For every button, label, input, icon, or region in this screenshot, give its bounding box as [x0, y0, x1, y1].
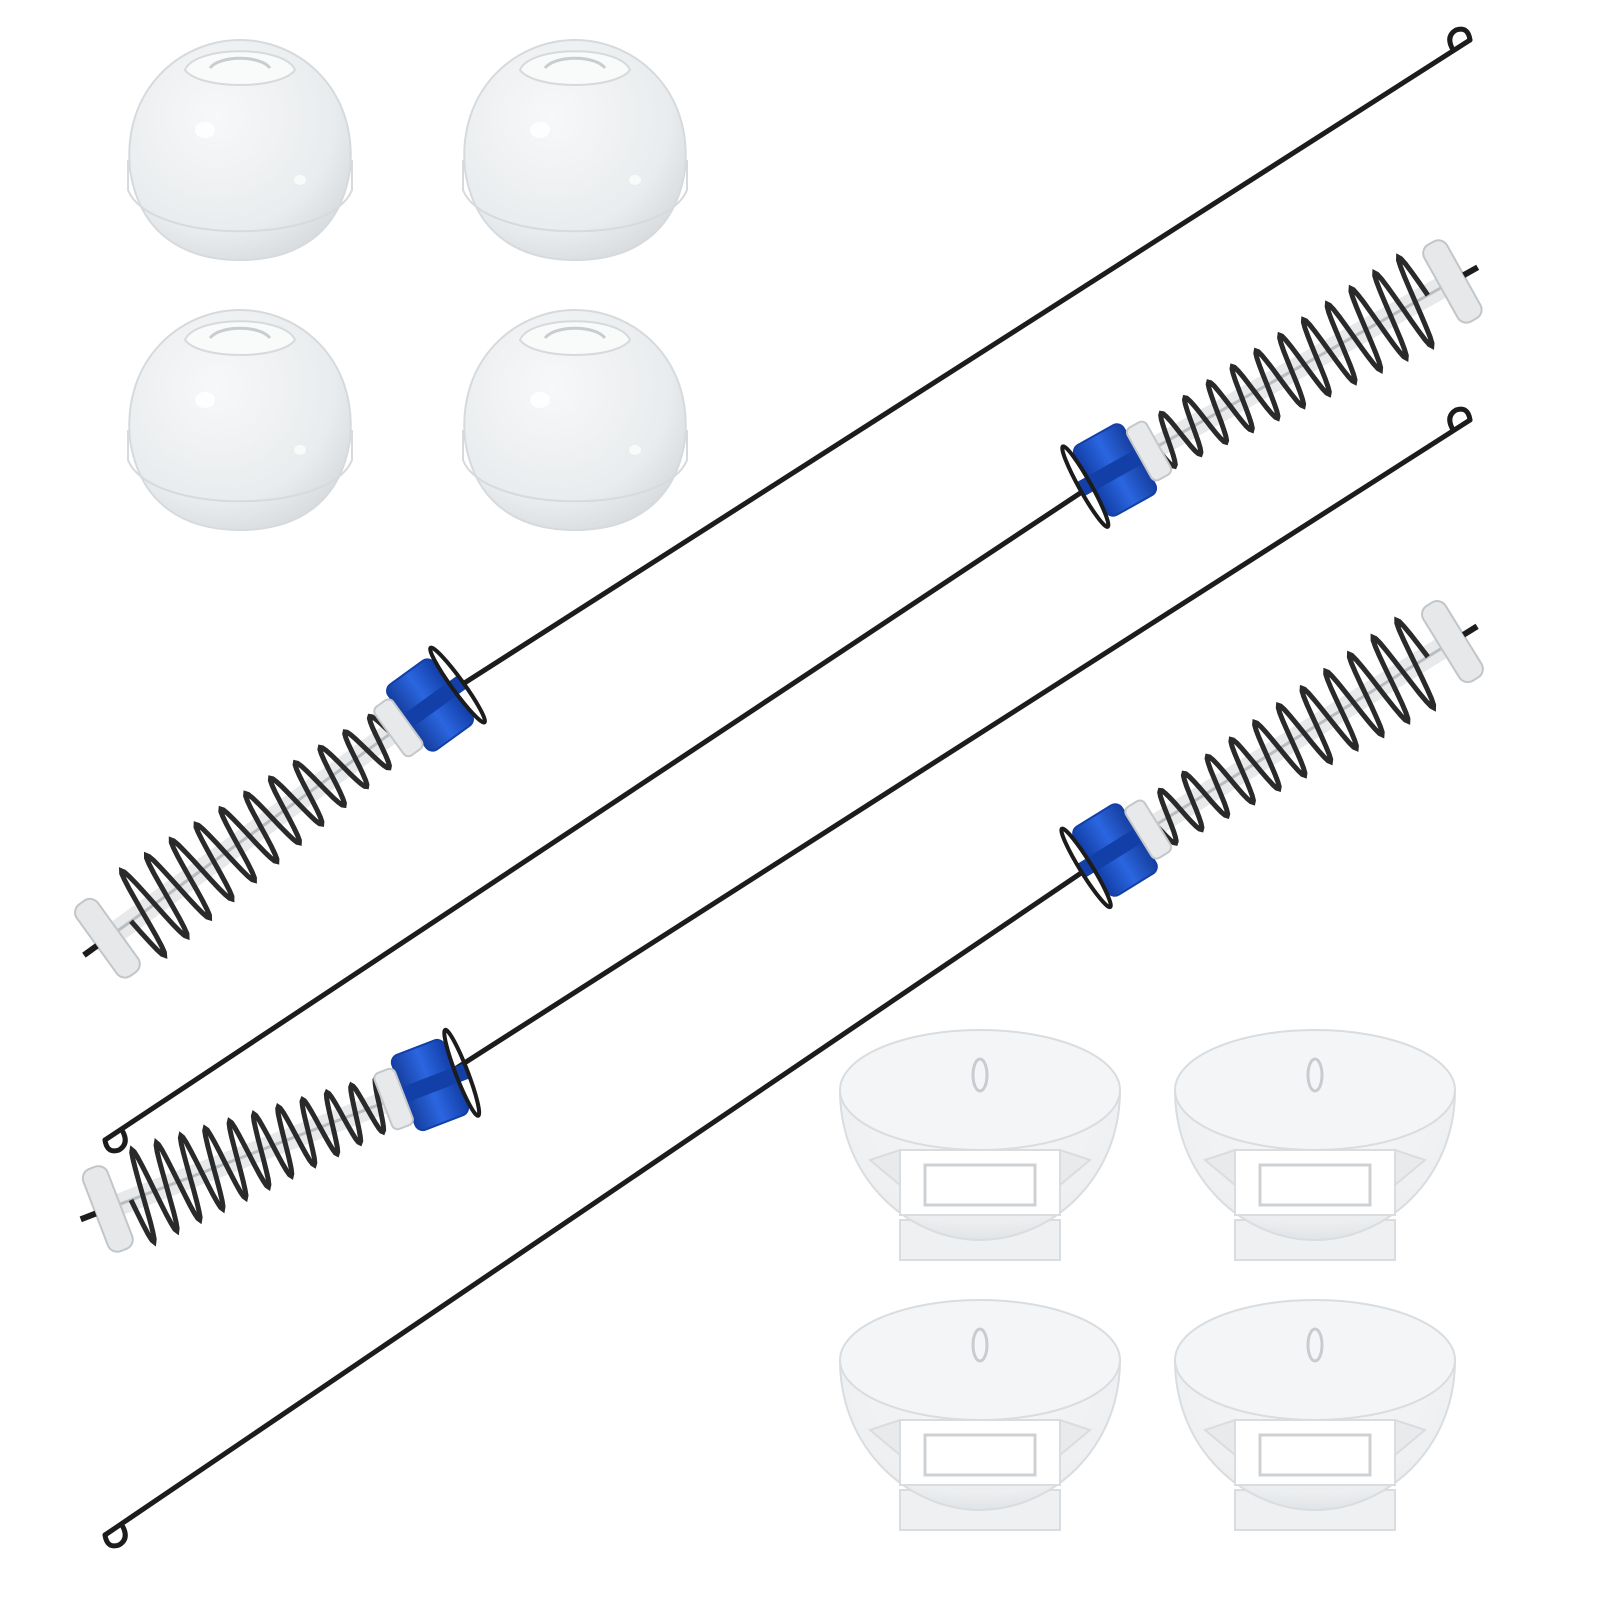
rod-wire [102, 467, 1118, 1143]
rod-spring [118, 713, 393, 959]
rod-end-cap [1421, 600, 1484, 684]
rod-end-cap [79, 1165, 134, 1253]
rod-hook [102, 1129, 128, 1154]
dampening-cup-4 [1173, 1299, 1457, 1531]
dampening-cup-1 [838, 1029, 1122, 1261]
rod-spring [128, 1074, 394, 1247]
bushing-2 [462, 38, 688, 262]
rod-collar [373, 1027, 482, 1132]
rod-hook [102, 1524, 128, 1549]
suspension-rod-4 [102, 600, 1484, 1549]
rod-shaft-core [1114, 638, 1456, 852]
rod-shaft-core [1114, 278, 1456, 472]
rod-shaft-core [104, 703, 431, 942]
suspension-rod-2 [102, 239, 1483, 1154]
suspension-rod-3 [79, 406, 1473, 1253]
suspension-rod-1 [74, 26, 1473, 979]
cup-group [838, 1029, 1457, 1531]
dampening-cup-3 [838, 1299, 1122, 1531]
rod-shaft-core [104, 1083, 431, 1212]
rod-collar [1060, 420, 1173, 529]
rod-end-cap [1422, 239, 1483, 324]
rod-hook [1447, 406, 1473, 431]
rod-wire [102, 847, 1118, 1538]
bushing-4 [462, 308, 688, 532]
rod-end-cap [74, 897, 141, 979]
bushing-3 [127, 308, 353, 532]
rod-wire [427, 37, 1473, 708]
rod-collar [373, 645, 487, 758]
rod-hook [1447, 26, 1473, 51]
rod-spring [1153, 253, 1435, 470]
dampening-cup-2 [1173, 1029, 1457, 1261]
rod-collar [1059, 799, 1173, 910]
rod-spring [1153, 616, 1437, 846]
rod-wire [427, 417, 1473, 1088]
bushing-group [127, 38, 688, 532]
rod-group [74, 26, 1484, 1549]
bushing-1 [127, 38, 353, 262]
